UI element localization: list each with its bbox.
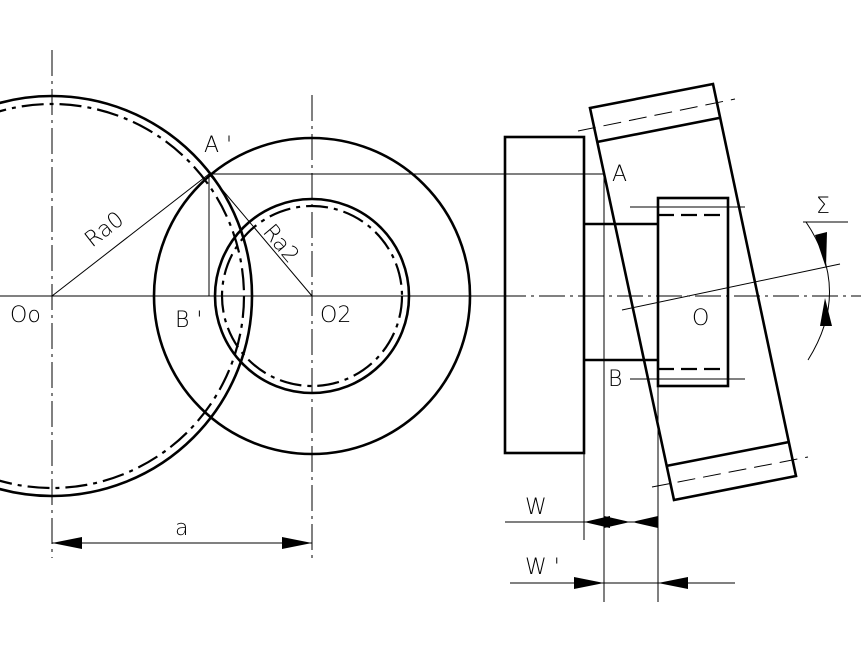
dimension-w-arrow-3	[604, 516, 630, 528]
sigma-angle	[803, 221, 848, 361]
label-o2: O2	[320, 303, 351, 328]
label-b: B	[608, 367, 622, 392]
label-ra0: Ra0	[80, 207, 129, 253]
left-block	[503, 135, 586, 455]
tilted-wheel-outline	[588, 82, 798, 502]
dimension-a: a	[52, 516, 312, 549]
tilted-wheel-top-band	[596, 116, 720, 144]
tilted-wheel-top-dashed-line	[577, 98, 736, 132]
label-dimension-a: a	[175, 516, 188, 541]
label-ra2: Ra2	[257, 220, 303, 268]
label-b-prime: B '	[175, 308, 202, 333]
dimension-w: W	[505, 495, 658, 528]
sigma-arrow-bottom	[820, 298, 832, 326]
ra2-radius-line	[208, 173, 313, 297]
dimension-w-arrow-2	[632, 516, 658, 528]
label-o: O	[692, 306, 709, 331]
dimension-w-arrow-1	[584, 516, 610, 528]
ra0-radius-line	[51, 173, 210, 297]
tilted-wheel-bottom-dashed-line	[651, 456, 809, 488]
small-gear-body	[656, 196, 730, 388]
sigma-arc	[805, 221, 830, 361]
sigma-arrow-top	[815, 232, 827, 268]
label-oo: Oo	[10, 303, 41, 328]
label-a: A	[612, 162, 627, 187]
dimension-w-prime: W '	[510, 555, 735, 589]
tilted-wheel-bottom-band	[665, 440, 790, 468]
label-w: W	[525, 495, 547, 520]
dimension-w-prime-arrow-right	[658, 577, 688, 589]
small-gear-rectangle	[630, 196, 745, 388]
label-w-prime: W '	[525, 555, 560, 580]
dimension-a-arrow-right	[282, 537, 312, 549]
tilted-wheel	[577, 82, 841, 502]
tilted-axis-line	[621, 263, 841, 311]
dimension-w-prime-arrow-left	[574, 577, 604, 589]
dimension-a-arrow-left	[52, 537, 82, 549]
label-a-prime: A '	[204, 133, 232, 158]
label-sigma: Σ	[816, 194, 830, 219]
